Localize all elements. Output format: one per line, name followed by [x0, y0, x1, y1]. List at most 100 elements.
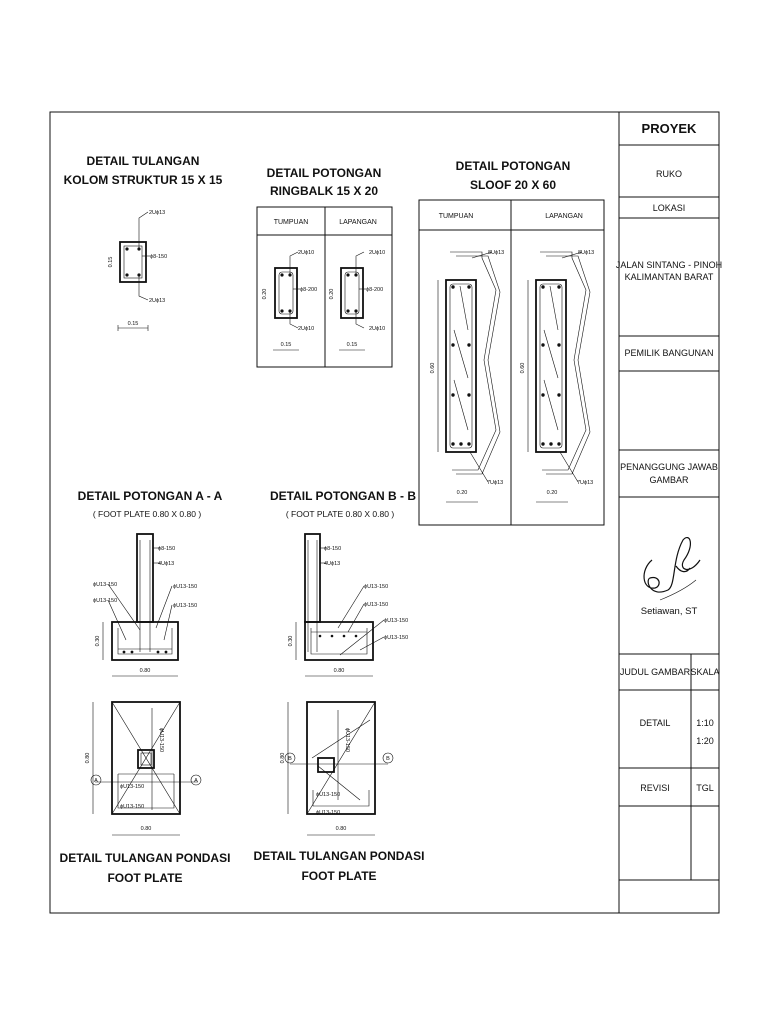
- ringbalk-stirrup-label-2: ϕ8-200: [366, 287, 383, 293]
- section-b-subtitle: ( FOOT PLATE 0.80 X 0.80 ): [286, 509, 395, 519]
- section-b-detail: DETAIL POTONGAN B - B ( FOOT PLATE 0.80 …: [270, 489, 416, 677]
- plan-a-rebar2: ϕU13-150: [120, 804, 144, 810]
- ringbalk-bottom-label-2: 2Uϕ10: [369, 326, 385, 332]
- plan-a-detail: ϕU13-150 ϕU13-150 ϕU13-150 A A 0.80 0.80…: [60, 701, 231, 885]
- ringbalk-title-2: RINGBALK 15 X 20: [270, 184, 378, 198]
- sloof-top-label-2: 8Uϕ13: [578, 250, 594, 256]
- plan-b-column: [317, 757, 335, 773]
- plan-a-rebar-vert: ϕU13-150: [158, 728, 164, 752]
- plan-b-dim-height: 0.80: [280, 753, 286, 764]
- section-a-footing: [111, 621, 179, 661]
- sloof-bottom-label-2: 7Uϕ13: [577, 480, 593, 486]
- sloof-dim-width-2: 0.20: [547, 490, 558, 496]
- revisi-label: REVISI: [640, 783, 670, 793]
- lokasi-line2: KALIMANTAN BARAT: [625, 272, 714, 282]
- penanggung-line2: GAMBAR: [649, 475, 689, 485]
- sloof-dim-height-2: 0.60: [520, 363, 526, 374]
- section-b-title: DETAIL POTONGAN B - B: [270, 489, 416, 503]
- ringbalk-top-label: 2Uϕ10: [298, 250, 314, 256]
- sloof-section-lapangan: [535, 279, 567, 453]
- sloof-dim-height: 0.60: [430, 363, 436, 374]
- section-b-dim-width: 0.80: [334, 668, 345, 674]
- kolom-rebar: [125, 247, 129, 251]
- kolom-detail: DETAIL TULANGAN KOLOM STRUKTUR 15 X 15 2…: [64, 154, 223, 331]
- section-b-rebar1: ϕU13-150: [364, 584, 388, 590]
- title-block: PROYEK RUKO LOKASI JALAN SINTANG - PINOH…: [616, 121, 722, 881]
- ringbalk-bottom-label: 2Uϕ10: [298, 326, 314, 332]
- sloof-top-label: 8Uϕ13: [488, 250, 504, 256]
- plan-a-title-2: FOOT PLATE: [107, 871, 182, 885]
- plan-b-marker-left: [284, 752, 296, 764]
- sloof-col-lapangan: LAPANGAN: [545, 213, 583, 220]
- ringbalk-title-1: DETAIL POTONGAN: [267, 166, 382, 180]
- plan-a-title-1: DETAIL TULANGAN PONDASI: [60, 851, 231, 865]
- section-a-subtitle: ( FOOT PLATE 0.80 X 0.80 ): [93, 509, 202, 519]
- plan-a-rebar1: ϕU13-150: [120, 784, 144, 790]
- plan-b-dim-width: 0.80: [336, 826, 347, 832]
- section-b-dim-height: 0.30: [288, 636, 294, 647]
- section-b-footing: [304, 621, 374, 661]
- section-b-column: [304, 533, 321, 623]
- kolom-rebar-top-label: 2Uϕ13: [149, 210, 165, 216]
- proyek-label: PROYEK: [642, 121, 698, 136]
- plan-b-rebar1: ϕU13-150: [316, 792, 340, 798]
- section-b-main: 4Uϕ13: [324, 561, 340, 567]
- section-a-rebar4: ϕU13-150: [173, 603, 197, 609]
- lokasi-label: LOKASI: [653, 203, 686, 213]
- sloof-title-2: SLOOF 20 X 60: [470, 178, 556, 192]
- sloof-col-tumpuan: TUMPUAN: [439, 213, 474, 220]
- plan-a-dim-width: 0.80: [141, 826, 152, 832]
- ringbalk-section-tumpuan: [274, 267, 298, 319]
- section-a-dim-width: 0.80: [140, 668, 151, 674]
- sloof-section-tumpuan: [445, 279, 477, 453]
- plan-a-marker-left: [90, 774, 102, 786]
- penanggung-line1: PENANGGUNG JAWAB: [620, 462, 718, 472]
- svg-text:B: B: [288, 756, 292, 762]
- section-a-title: DETAIL POTONGAN A - A: [78, 489, 223, 503]
- sloof-dim-width: 0.20: [457, 490, 468, 496]
- plan-a-dim-height: 0.80: [85, 753, 91, 764]
- kolom-rebar-bottom-label: 2Uϕ13: [149, 298, 165, 304]
- section-b-rebar3: ϕU13-150: [384, 618, 408, 624]
- plan-b-footing: [306, 701, 376, 815]
- signature: [643, 537, 701, 601]
- kolom-title-2: KOLOM STRUKTUR 15 X 15: [64, 173, 223, 187]
- skala-label: SKALA: [690, 667, 719, 677]
- section-b-stirrup: ϕ8-150: [324, 546, 341, 552]
- ringbalk-dim-width-2: 0.15: [347, 342, 358, 348]
- pemilik-label: PEMILIK BANGUNAN: [624, 348, 713, 358]
- plan-b-title-1: DETAIL TULANGAN PONDASI: [254, 849, 425, 863]
- kolom-section: [119, 241, 147, 283]
- sloof-bottom-label: 7Uϕ13: [487, 480, 503, 486]
- svg-text:A: A: [94, 778, 98, 784]
- ringbalk-col-tumpuan: TUMPUAN: [274, 219, 309, 226]
- kolom-dim-height: 0.15: [108, 257, 114, 268]
- leader-line: [138, 211, 149, 249]
- kolom-stirrup: [123, 245, 143, 279]
- section-a-stirrup: ϕ8-150: [158, 546, 175, 552]
- sloof-title-1: DETAIL POTONGAN: [456, 159, 571, 173]
- plan-b-rebar2: ϕU13-150: [316, 810, 340, 816]
- section-a-rebar3: ϕU13-150: [173, 584, 197, 590]
- svg-text:B: B: [386, 756, 390, 762]
- judul-label: JUDUL GAMBAR: [620, 667, 691, 677]
- section-a-main: 4Uϕ13: [158, 561, 174, 567]
- ringbalk-stirrup-label: ϕ8-200: [300, 287, 317, 293]
- signer-name: Setiawan, ST: [641, 606, 698, 617]
- ringbalk-col-lapangan: LAPANGAN: [339, 219, 377, 226]
- plan-b-rebar-vert: ϕU13-150: [344, 728, 350, 752]
- ringbalk-section-lapangan: [340, 267, 364, 319]
- lokasi-line1: JALAN SINTANG - PINOH: [616, 260, 722, 270]
- plan-b-marker-right: [382, 752, 394, 764]
- plan-a-footing: [111, 701, 181, 815]
- plan-b-detail: ϕU13-150 ϕU13-150 ϕU13-150 B B 0.80 0.80…: [254, 701, 425, 883]
- plan-a-column: [137, 749, 155, 769]
- kolom-dim-width: 0.15: [128, 321, 139, 327]
- ringbalk-dim-height: 0.20: [262, 289, 268, 300]
- section-a-dim-height: 0.30: [95, 636, 101, 647]
- plan-b-title-2: FOOT PLATE: [301, 869, 376, 883]
- section-a-detail: DETAIL POTONGAN A - A ( FOOT PLATE 0.80 …: [78, 489, 223, 677]
- section-b-rebar4: ϕU13-150: [384, 635, 408, 641]
- svg-text:A: A: [194, 778, 198, 784]
- sloof-detail: DETAIL POTONGAN SLOOF 20 X 60 TUMPUAN LA…: [418, 159, 605, 526]
